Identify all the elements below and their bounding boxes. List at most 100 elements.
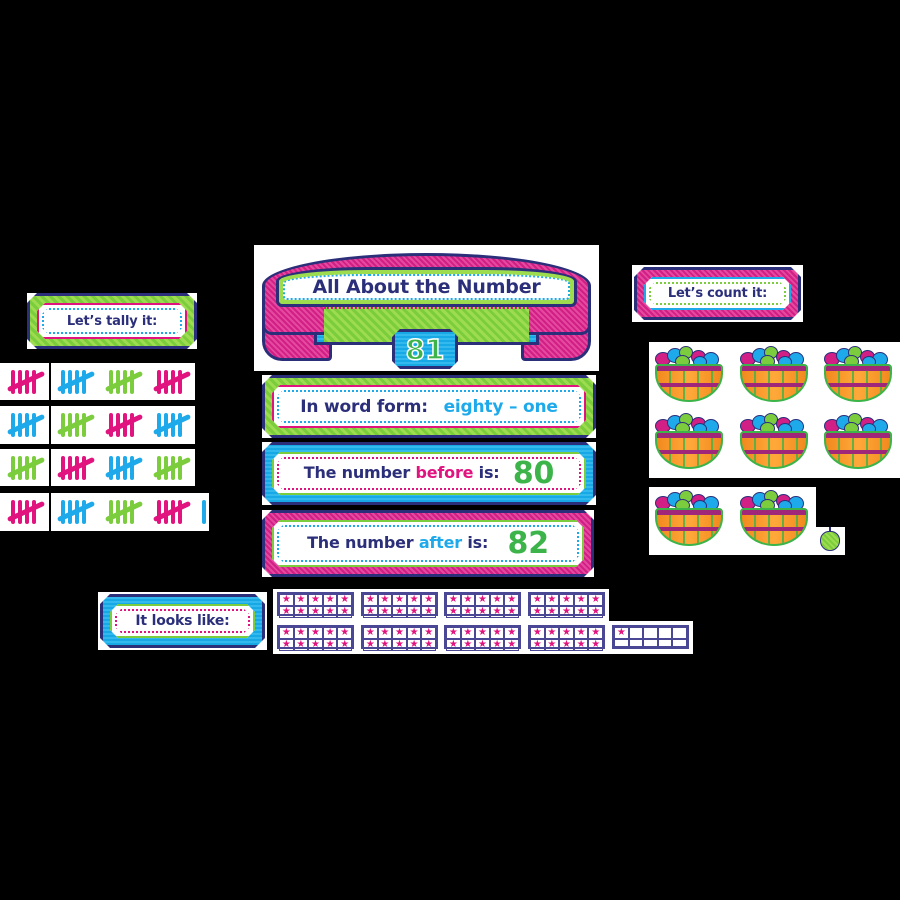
tally-row [0,406,195,444]
word-form-label: In word form: [300,396,428,417]
tally-five-icon [104,411,144,439]
tally-group-card [0,363,49,400]
apple-basket-icon [653,413,725,471]
tally-group-card [51,406,99,444]
number-badge: 81 [392,329,458,369]
looks-like-header-label: It looks like: [135,613,230,629]
star-icon: ★ [573,639,589,651]
tally-group-card [99,493,147,531]
looks-like-header-plaque: It looks like: [100,594,265,648]
title-banner-card: All About the Number 81 [254,245,599,371]
tally-five-icon [152,498,192,526]
tally-header-card: Let’s tally it: [27,293,197,349]
star-icon: ★ [377,606,393,618]
looks-like-header-card: It looks like: [98,592,267,650]
star-icon: ★ [392,594,407,606]
star-icon: ★ [460,639,476,651]
star-icon: ★ [337,606,352,618]
star-icon: ★ [322,627,338,639]
ten-frame: ★★★★★★★★★★ [361,592,438,618]
star-icon: ★ [588,594,603,606]
star-icon: ★ [446,627,461,639]
tally-header-label: Let’s tally it: [66,313,158,329]
banner-title-box: All About the Number [276,267,577,307]
star-icon: ★ [475,627,490,639]
after-label-prefix: The number [307,533,419,552]
star-icon: ★ [337,639,352,651]
number-after-card: The number after is: 82 [262,510,594,577]
star-icon: ★ [559,627,574,639]
apple-basket-icon [738,346,810,404]
number-after-plaque: The number after is: 82 [262,510,594,577]
tally-group-card [99,449,147,486]
star-icon: ★ [446,594,461,606]
before-label-suffix: is: [473,463,500,482]
star-icon: ★ [421,594,436,606]
star-icon: ★ [406,594,422,606]
star-icon: ★ [406,627,422,639]
tally-five-icon [152,368,192,396]
star-icon: ★ [573,627,589,639]
star-icon: ★ [293,606,309,618]
tally-row [0,449,195,486]
ten-frame: ★★★★★★★★★★ [528,625,605,651]
tally-group-card [51,493,99,531]
tally-header-plaque: Let’s tally it: [27,293,197,349]
empty-cell [628,627,644,639]
star-icon: ★ [614,627,629,639]
ten-frame: ★★★★★★★★★★ [361,625,438,651]
star-icon: ★ [460,594,476,606]
star-icon: ★ [392,639,407,651]
tally-five-icon [56,411,96,439]
star-icon: ★ [279,627,294,639]
tally-five-icon [6,498,45,526]
star-icon: ★ [573,606,589,618]
tally-five-icon [6,368,45,396]
ten-frame: ★★★★★★★★★★ [277,592,354,618]
star-icon: ★ [377,627,393,639]
word-form-value: eighty – one [443,396,558,417]
apple-basket-icon [822,413,894,471]
number-before-plaque: The number before is: 80 [262,442,596,505]
ten-frame: ★ [612,625,689,649]
star-icon: ★ [421,606,436,618]
star-icon: ★ [308,639,323,651]
star-icon: ★ [504,639,519,651]
tally-group-card [147,363,195,400]
tally-five-icon [152,411,192,439]
apple-basket-icon [822,346,894,404]
tally-one-icon [202,500,206,524]
empty-cell [614,639,629,647]
tally-group-card [51,449,99,486]
tally-group-card [147,493,195,531]
tally-five-icon [152,454,192,482]
ten-frame: ★★★★★★★★★★ [277,625,354,651]
apple-basket-icon [653,490,725,548]
star-icon: ★ [504,606,519,618]
tally-five-icon [104,498,144,526]
star-icon: ★ [530,594,545,606]
featured-number: 81 [405,332,445,366]
star-icon: ★ [363,594,378,606]
tally-row [0,363,195,400]
count-header-plaque: Let’s count it: [634,267,801,320]
star-icon: ★ [406,639,422,651]
star-icon: ★ [363,639,378,651]
star-icon: ★ [475,606,490,618]
count-header-label: Let’s count it: [667,286,768,301]
star-icon: ★ [460,627,476,639]
star-icon: ★ [559,594,574,606]
star-icon: ★ [489,594,505,606]
star-icon: ★ [279,639,294,651]
empty-cell [643,627,658,639]
star-icon: ★ [460,606,476,618]
star-icon: ★ [446,606,461,618]
star-icon: ★ [446,639,461,651]
star-icon: ★ [293,627,309,639]
star-icon: ★ [530,627,545,639]
star-icon: ★ [544,639,560,651]
star-icon: ★ [489,639,505,651]
page-title: All About the Number [312,276,541,298]
after-label-suffix: is: [461,533,489,552]
before-label-emphasis: before [415,463,474,482]
